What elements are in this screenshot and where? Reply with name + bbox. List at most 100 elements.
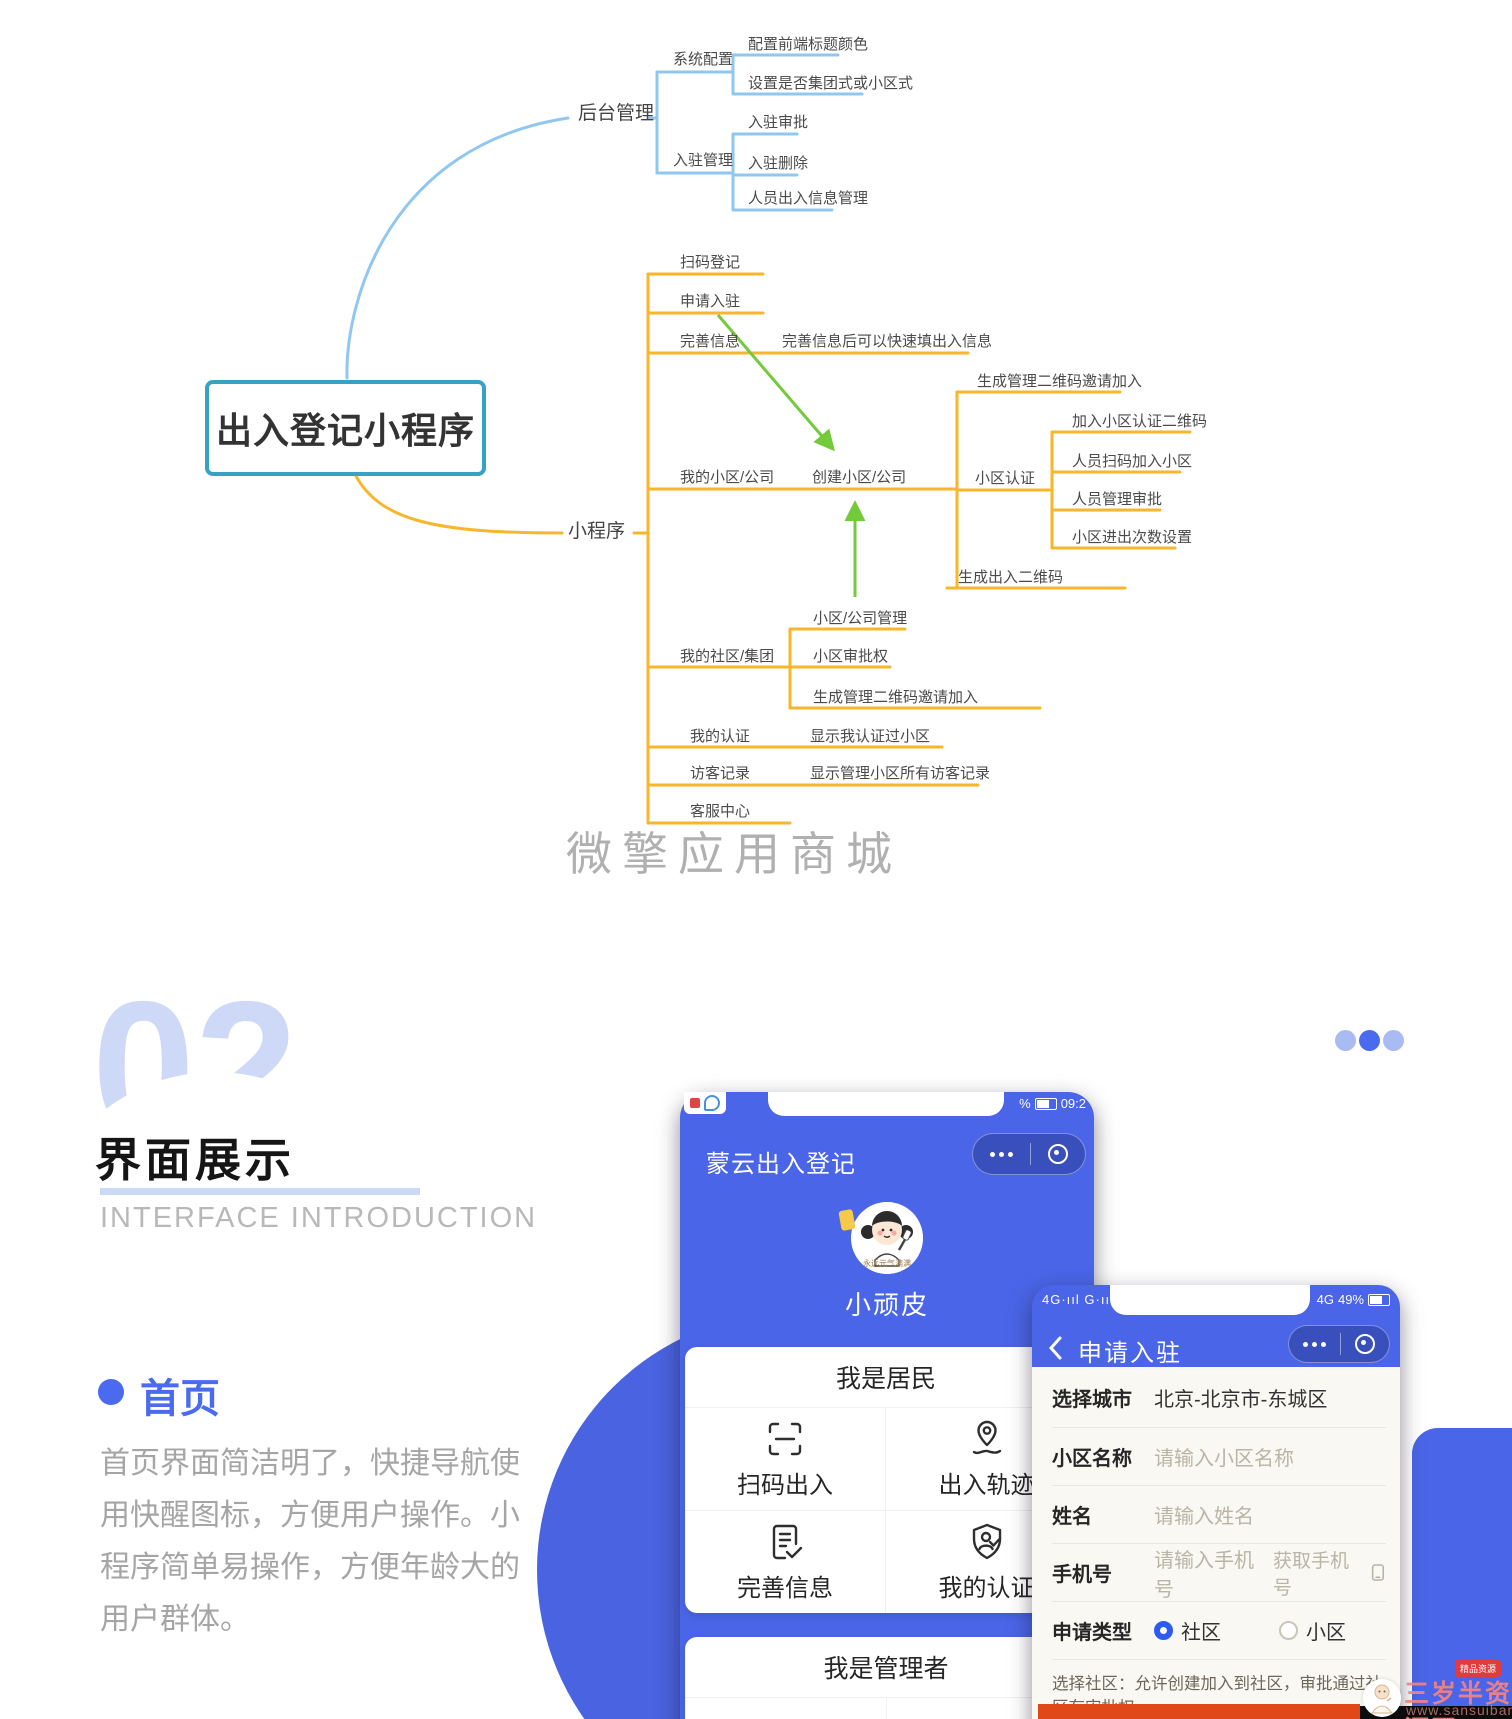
mindmap-node-gen-admin-qr2: 生成管理二维码邀请加入 — [813, 689, 979, 706]
mindmap-node-scan-register: 扫码登记 — [680, 254, 741, 271]
action-entry-track[interactable]: 出入轨迹 — [886, 1408, 1087, 1511]
name-input[interactable]: 请输入姓名 — [1154, 1506, 1254, 1528]
mindmap-note-visitor-record: 显示管理小区所有访客记录 — [810, 765, 991, 782]
store-watermark: 微擎应用商城 — [566, 828, 902, 880]
phone-input[interactable]: 请输入手机号 — [1154, 1549, 1254, 1601]
action-label: 出入轨迹 — [938, 1471, 1035, 1499]
back-icon[interactable] — [1046, 1335, 1064, 1361]
mindmap-root-node: 出入登记小程序 — [205, 380, 486, 476]
manager-card-title: 我是管理者 — [685, 1637, 1087, 1698]
site-badge: 精品资源 — [1455, 1660, 1502, 1677]
mindmap-node-approve-right: 小区审批权 — [813, 648, 889, 665]
get-phone-button[interactable]: 获取手机号 — [1273, 1546, 1386, 1600]
mindmap-node-my-community: 我的小区/公司 — [680, 469, 775, 486]
radio-label: 小区 — [1306, 1622, 1346, 1644]
mindmap-node-my-group: 我的社区/集团 — [680, 648, 775, 665]
page-title: 申请入驻 — [1078, 1340, 1182, 1367]
form-row-community-name: 小区名称 请输入小区名称 — [1052, 1428, 1386, 1486]
resident-card-title: 我是居民 — [685, 1347, 1087, 1408]
section-subtitle: INTERFACE INTRODUCTION — [100, 1202, 538, 1234]
radio-community-selected[interactable] — [1154, 1621, 1173, 1640]
deco-dot — [1383, 1030, 1404, 1051]
community-name-input[interactable]: 请输入小区名称 — [1154, 1448, 1294, 1470]
site-logo-cartoon — [1363, 1679, 1401, 1717]
mindmap-node-gen-entry-qr: 生成出入二维码 — [958, 569, 1064, 586]
manager-grid-clipped — [685, 1698, 1087, 1719]
more-icon[interactable] — [990, 1151, 1013, 1157]
scan-icon — [768, 1422, 802, 1455]
mindmap-node-title-color: 配置前端标题颜色 — [748, 36, 869, 53]
status-right: % 09:2 — [1019, 1096, 1086, 1111]
deco-dot — [1359, 1030, 1380, 1051]
clock: 09:2 — [1060, 1096, 1086, 1111]
mindmap-node-person-info: 人员出入信息管理 — [748, 190, 869, 207]
site-logo — [1363, 1679, 1401, 1717]
phone-mockup-home: % 09:2 蒙云出入登记 — [680, 1092, 1094, 1719]
app-title: 蒙云出入登记 — [706, 1151, 856, 1178]
action-label: 我的认证 — [938, 1574, 1035, 1602]
mindmap-node-backend: 后台管理 — [578, 103, 655, 124]
mindmap-node-scan-join: 人员扫码加入小区 — [1072, 453, 1193, 470]
feature-title: 首页 — [140, 1377, 220, 1421]
mindmap-node-system-config: 系统配置 — [673, 51, 734, 68]
section-underline — [100, 1188, 420, 1195]
route-icon — [972, 1420, 1001, 1454]
mindmap-node-group-mode: 设置是否集团式或小区式 — [748, 75, 914, 92]
close-target-icon[interactable] — [1355, 1334, 1375, 1354]
battery-icon — [1368, 1293, 1390, 1306]
action-complete-info[interactable]: 完善信息 — [685, 1511, 886, 1613]
close-target-icon[interactable] — [1048, 1144, 1068, 1164]
wechat-capsule[interactable] — [1288, 1325, 1390, 1363]
mindmap-node-count-setting: 小区进出次数设置 — [1072, 529, 1193, 546]
battery-icon — [1034, 1097, 1057, 1110]
battery-percent: % — [1019, 1096, 1031, 1111]
wechat-capsule[interactable] — [972, 1133, 1086, 1175]
mindmap-node-company-manage: 小区/公司管理 — [813, 610, 908, 627]
feature-description: 首页界面简洁明了，快捷导航使用快醒图标，方便用户操作。小程序简单易操作，方便年龄… — [100, 1447, 520, 1636]
action-scan-entry[interactable]: 扫码出入 — [685, 1408, 886, 1511]
form-row-name: 姓名 请输入姓名 — [1052, 1486, 1386, 1544]
field-label: 选择城市 — [1052, 1388, 1132, 1411]
mindmap-node-gen-admin-qr: 生成管理二维码邀请加入 — [977, 373, 1143, 390]
deco-dot — [1335, 1030, 1356, 1051]
mindmap-node-complete-info: 完善信息 — [680, 333, 741, 350]
avatar-caption: 永远元气满满 — [863, 1259, 911, 1268]
action-my-cert[interactable]: 我的认证 — [886, 1511, 1087, 1613]
mindmap-node-create-community: 创建小区/公司 — [812, 469, 907, 486]
mindmap-note-complete-info: 完善信息后可以快速填出入信息 — [782, 333, 993, 350]
shield-user-icon — [972, 1523, 1001, 1559]
mindmap-node-person-approve: 人员管理审批 — [1072, 491, 1163, 508]
mindmap-node-community-cert: 小区认证 — [975, 470, 1036, 487]
avatar-cartoon — [851, 1202, 923, 1274]
resident-card: 我是居民 扫码出入 出入轨迹 — [685, 1347, 1087, 1613]
capsule-divider — [1340, 1333, 1341, 1355]
avatar[interactable]: 永远元气满满 — [851, 1202, 923, 1274]
phone-mockup-apply: 4G·ııl G·ııl 4G 49% 申请入驻 选择城市 北京-北京市-东城区… — [1032, 1285, 1400, 1719]
city-select[interactable]: 北京-北京市-东城区 — [1154, 1388, 1328, 1411]
mindmap-node-entry-delete: 入驻删除 — [748, 155, 809, 172]
chat-search-icon — [704, 1095, 720, 1111]
action-label: 扫码出入 — [737, 1471, 833, 1499]
action-label: 完善信息 — [737, 1574, 833, 1602]
form-row-city: 选择城市 北京-北京市-东城区 — [1052, 1367, 1386, 1428]
status-right: 4G 49% — [1317, 1292, 1390, 1307]
mindmap-node-apply-entry: 申请入驻 — [680, 293, 741, 310]
root-label: 出入登记小程序 — [215, 410, 475, 451]
nickname: 小顽皮 — [844, 1290, 929, 1320]
field-label: 申请类型 — [1052, 1622, 1132, 1644]
mindmap-node-service-center: 客服中心 — [690, 803, 751, 820]
resident-actions-grid: 扫码出入 出入轨迹 完善信息 — [685, 1408, 1087, 1613]
phone-notch — [768, 1092, 1004, 1116]
apply-form: 选择城市 北京-北京市-东城区 小区名称 请输入小区名称 姓名 请输入姓名 手机… — [1032, 1367, 1400, 1719]
field-label: 小区名称 — [1052, 1448, 1132, 1470]
mindmap-node-my-cert: 我的认证 — [690, 728, 751, 745]
form-row-phone: 手机号 请输入手机号 获取手机号 — [1052, 1544, 1386, 1602]
speech-bubble-icon — [838, 1208, 856, 1232]
radio-estate[interactable] — [1279, 1621, 1298, 1640]
notification-icon — [690, 1098, 700, 1108]
more-icon[interactable] — [1303, 1341, 1326, 1347]
screenshot-black-bar — [1360, 1706, 1512, 1719]
manager-card: 我是管理者 — [685, 1637, 1087, 1719]
form-check-icon — [772, 1524, 803, 1559]
mindmap-node-visitor-record: 访客记录 — [690, 765, 751, 782]
